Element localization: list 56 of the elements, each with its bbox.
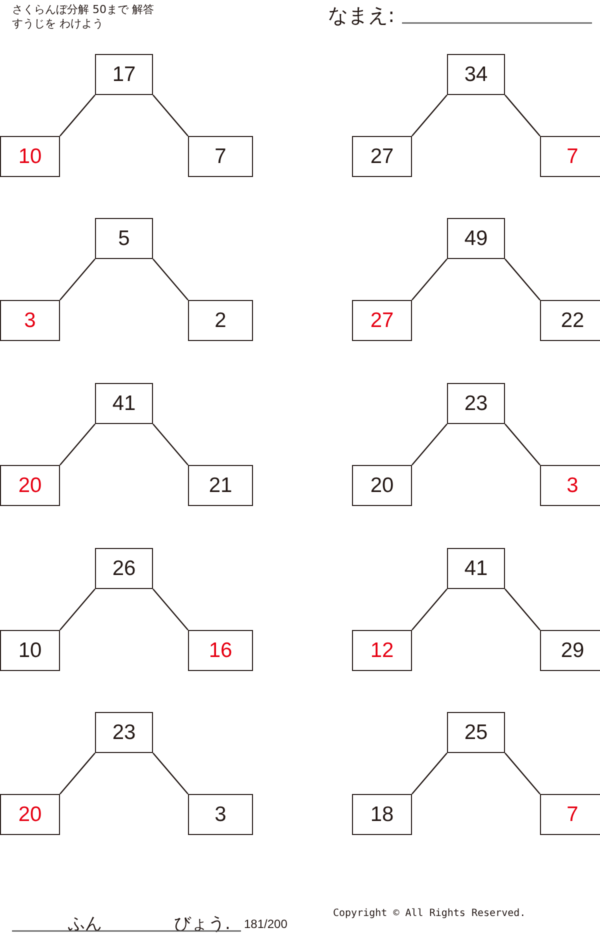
number-box: 34 xyxy=(447,54,505,95)
number-box: 27 xyxy=(352,136,412,177)
number-box: 41 xyxy=(95,383,153,424)
number-box: 3 xyxy=(0,300,60,341)
branch-line xyxy=(504,588,540,630)
number-box: 7 xyxy=(540,136,600,177)
number-box: 27 xyxy=(352,300,412,341)
branch-line xyxy=(412,94,448,136)
branch-line xyxy=(412,258,448,300)
number-box: 26 xyxy=(95,548,153,589)
branch-line xyxy=(60,94,96,136)
name-label: なまえ: xyxy=(328,2,395,29)
number-box: 20 xyxy=(0,794,60,835)
branch-line xyxy=(504,752,540,794)
branch-line xyxy=(504,258,540,300)
number-box: 25 xyxy=(447,712,505,753)
number-box: 49 xyxy=(447,218,505,259)
number-box: 7 xyxy=(540,794,600,835)
copyright-notice: Copyright © All Rights Reserved. xyxy=(333,908,526,919)
number-box: 29 xyxy=(540,630,600,671)
page-number: 181/200 xyxy=(244,917,288,931)
number-box: 41 xyxy=(447,548,505,589)
branch-line xyxy=(412,752,448,794)
number-box: 17 xyxy=(95,54,153,95)
number-box: 3 xyxy=(188,794,253,835)
number-box: 23 xyxy=(447,383,505,424)
branch-line xyxy=(504,424,540,466)
branch-line xyxy=(412,588,448,630)
branch-line xyxy=(60,258,96,300)
number-box: 7 xyxy=(188,136,253,177)
minutes-label: ふん xyxy=(68,913,102,935)
branch-line xyxy=(152,588,188,630)
branch-line xyxy=(412,424,448,466)
number-box: 21 xyxy=(188,465,253,506)
number-box: 3 xyxy=(540,465,600,506)
branch-line xyxy=(152,752,188,794)
branch-line xyxy=(60,424,96,466)
branch-line xyxy=(152,258,188,300)
number-box: 2 xyxy=(188,300,253,341)
branch-line xyxy=(152,94,188,136)
branch-line xyxy=(60,588,96,630)
number-box: 16 xyxy=(188,630,253,671)
worksheet-title: さくらんぼ分解 50まで 解答 xyxy=(12,2,154,17)
branch-line xyxy=(504,94,540,136)
number-box: 10 xyxy=(0,136,60,177)
subtitle: すうじを わけよう xyxy=(12,16,104,31)
number-box: 10 xyxy=(0,630,60,671)
number-box: 12 xyxy=(352,630,412,671)
number-box: 18 xyxy=(352,794,412,835)
number-box: 5 xyxy=(95,218,153,259)
branch-line xyxy=(152,424,188,466)
number-box: 20 xyxy=(352,465,412,506)
number-box: 20 xyxy=(0,465,60,506)
branch-line xyxy=(60,752,96,794)
number-box: 23 xyxy=(95,712,153,753)
number-box: 22 xyxy=(540,300,600,341)
